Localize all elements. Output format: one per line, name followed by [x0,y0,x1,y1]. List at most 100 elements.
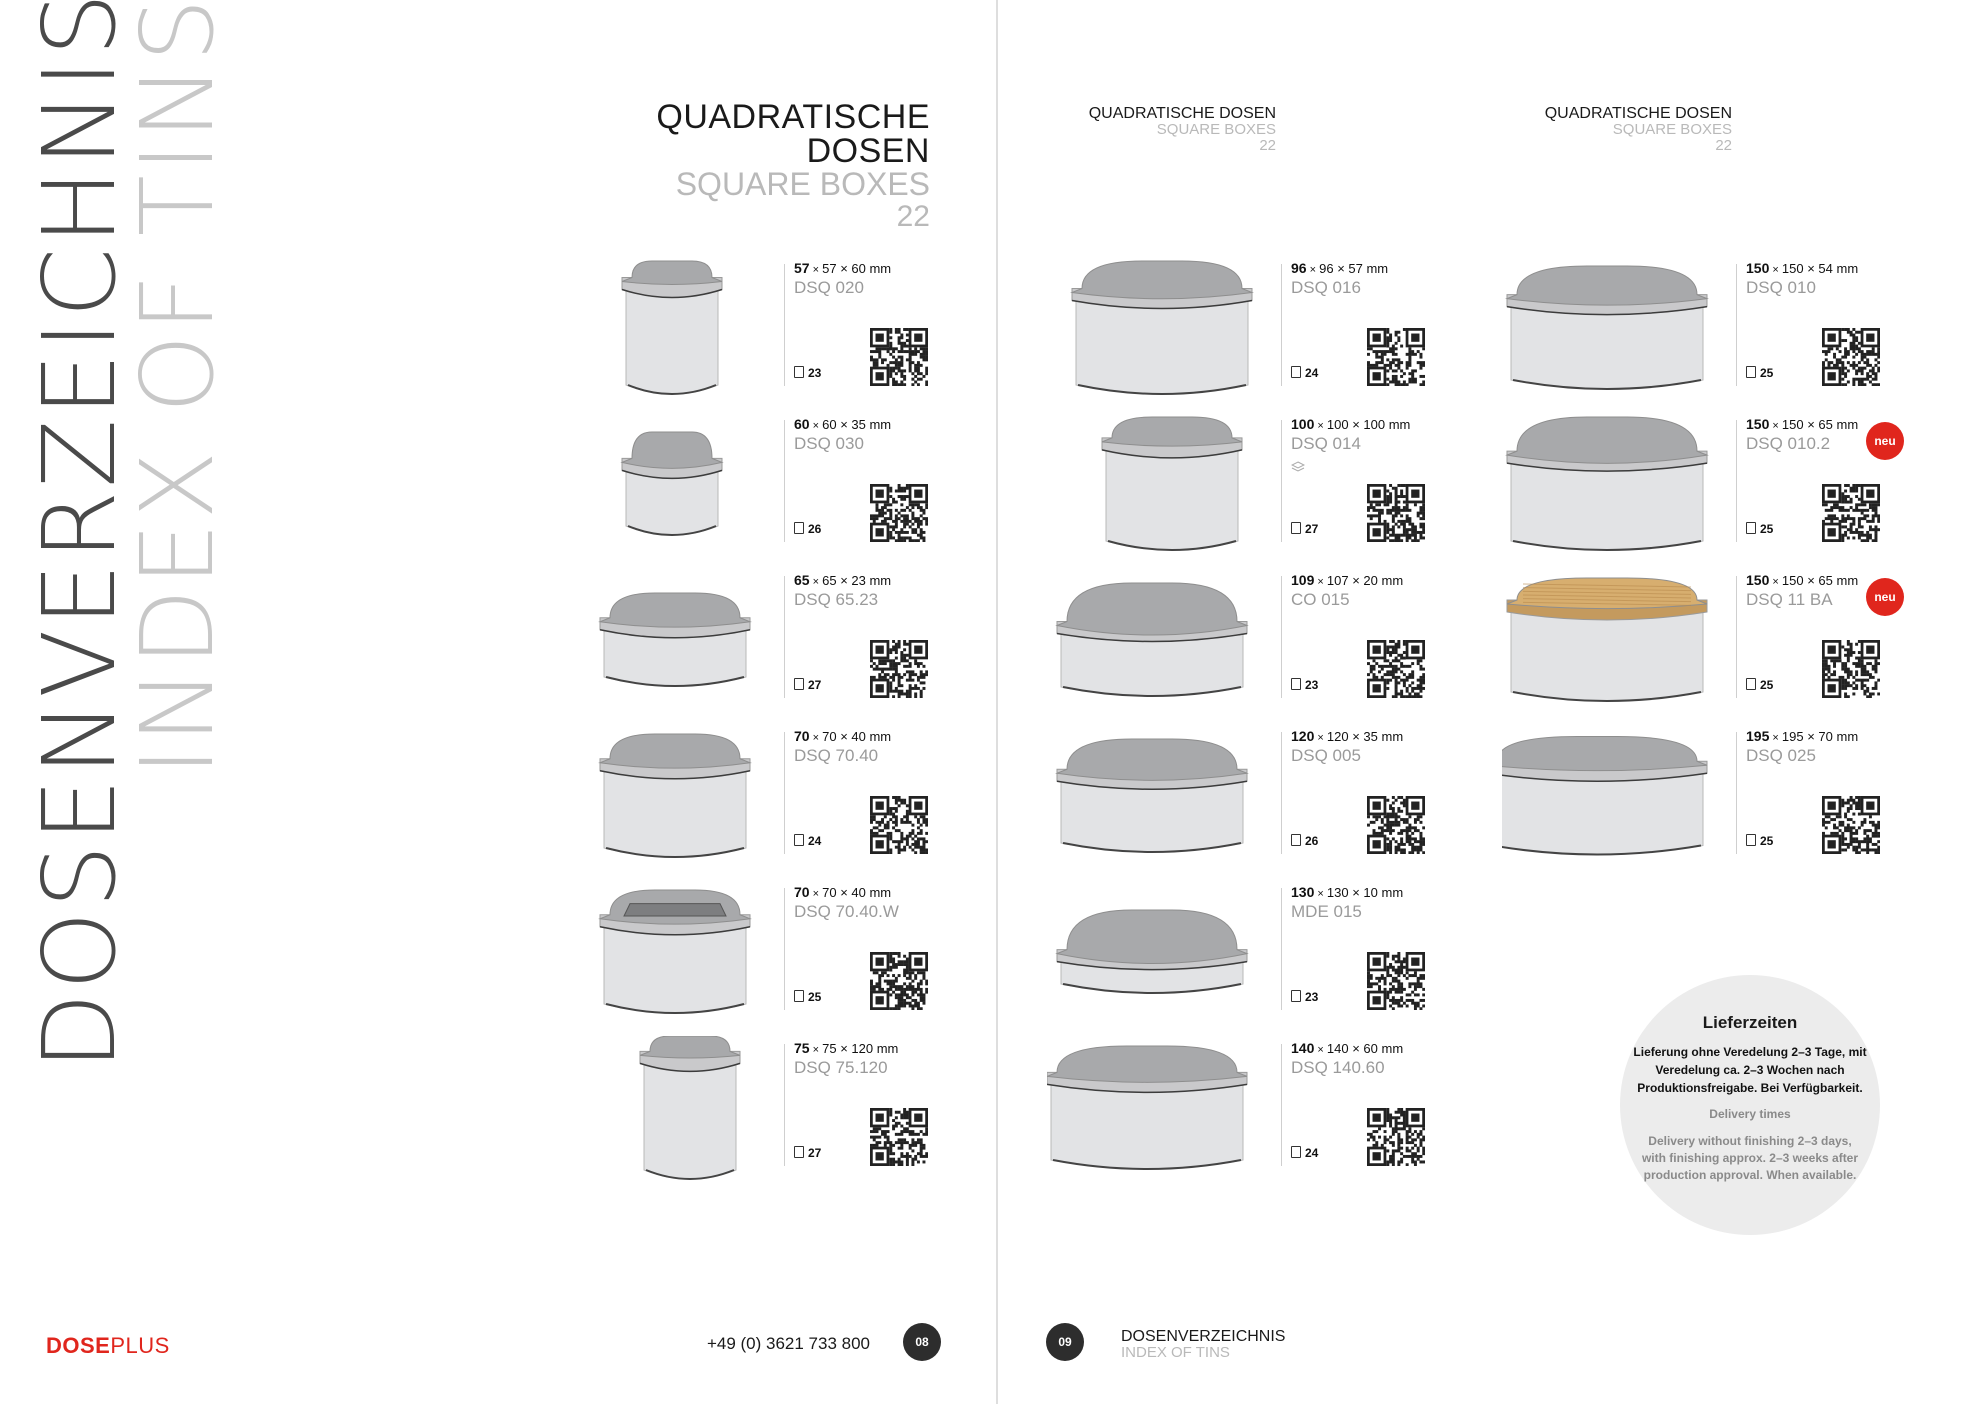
delivery-text-de: Lieferung ohne Veredelung 2–3 Tage, mit … [1633,1045,1867,1095]
qr-code[interactable] [870,1108,929,1167]
page-number: 23 [1305,678,1319,692]
product-page-ref: 23 [1291,678,1318,692]
product-code: DSQ 11 BA [1746,590,1833,609]
dimension-rest: 65 × 23 mm [822,573,892,588]
tin-image [550,724,770,874]
tin-image [1047,880,1267,1030]
dimension-first: 109 [1291,572,1315,588]
qr-code[interactable] [1367,640,1426,699]
tin-image [1502,256,1722,406]
section-header-mid: QUADRATISCHE DOSEN SQUARE BOXES 22 [1016,106,1276,154]
stackable-icon [1290,460,1306,478]
product-page-ref: 23 [1291,990,1318,1004]
page-number: 25 [1760,366,1774,380]
info-divider [784,888,785,1010]
tin-image [1047,568,1267,718]
product-dimensions: 70 × 70 × 40 mm [794,728,892,744]
delivery-times-box: Lieferzeiten Lieferung ohne Veredelung 2… [1620,975,1880,1235]
qr-code[interactable] [1822,484,1881,543]
product-page-ref: 27 [1291,522,1318,536]
delivery-title-de: Lieferzeiten [1702,1013,1798,1032]
dimension-first: 70 [794,728,810,744]
dimension-first: 150 [1746,260,1770,276]
dimension-rest: 150 × 65 mm [1781,417,1859,432]
page-number-right: 09 [1046,1323,1084,1361]
tin-image [550,880,770,1030]
qr-code[interactable] [870,484,929,543]
product-code: DSQ 016 [1291,278,1361,297]
brand-logo-part2: PLUS [110,1333,170,1358]
qr-code[interactable] [1822,640,1881,699]
dimension-rest: 96 × 57 mm [1319,261,1389,276]
info-divider [784,732,785,854]
tin-image [550,568,770,718]
dimension-first: 120 [1291,728,1315,744]
dimension-first: 130 [1291,884,1315,900]
page-icon [1746,834,1756,846]
qr-code[interactable] [1367,328,1426,387]
product-code: DSQ 010 [1746,278,1816,297]
qr-code[interactable] [1367,1108,1426,1167]
qr-code[interactable] [1822,796,1881,855]
section-title-en: SQUARE BOXES [1156,121,1276,138]
product-page-ref: 27 [794,678,821,692]
product-code: CO 015 [1291,590,1350,609]
product-item: 130 × 130 × 10 mm MDE 015 23 [1047,880,1447,1030]
product-dimensions: 195 × 195 × 70 mm [1746,728,1859,744]
new-badge: neu [1866,422,1904,460]
dimension-rest: 107 × 20 mm [1326,573,1404,588]
dimension-first: 65 [794,572,810,588]
info-divider [784,576,785,698]
qr-code[interactable] [1822,328,1881,387]
product-dimensions: 60 × 60 × 35 mm [794,416,892,432]
dimension-first: 75 [794,1040,810,1056]
qr-code[interactable] [870,328,929,387]
info-divider [1736,264,1737,386]
info-divider [784,420,785,542]
footer-title-de: DOSENVERZEICHNIS [1121,1328,1286,1345]
qr-code[interactable] [1367,484,1426,543]
product-code: MDE 015 [1291,902,1362,921]
dimension-rest: 100 × 100 mm [1326,417,1411,432]
product-dimensions: 120 × 120 × 35 mm [1291,728,1404,744]
qr-code[interactable] [870,640,929,699]
dimension-rest: 130 × 10 mm [1326,885,1404,900]
brand-logo: DOSEPLUS [46,1333,170,1359]
page-number: 27 [1305,522,1319,536]
phone-number: +49 (0) 3621 733 800 [706,1334,870,1353]
page-number: 25 [1760,834,1774,848]
tin-image [1502,412,1722,562]
page-icon [1291,990,1301,1002]
product-page-ref: 25 [1746,834,1773,848]
qr-code[interactable] [1367,796,1426,855]
product-dimensions: 130 × 130 × 10 mm [1291,884,1404,900]
info-divider [1281,420,1282,542]
qr-code[interactable] [1367,952,1426,1011]
qr-code[interactable] [870,952,929,1011]
product-dimensions: 75 × 75 × 120 mm [794,1040,899,1056]
qr-code[interactable] [870,796,929,855]
product-info: 130 × 130 × 10 mm MDE 015 23 [1281,884,1447,1011]
product-code: DSQ 140.60 [1291,1058,1385,1077]
page-number: 23 [1305,990,1319,1004]
dimension-rest: 70 × 40 mm [822,885,892,900]
page-icon [794,834,804,846]
info-divider [1281,576,1282,698]
info-divider [784,264,785,386]
page-number: 24 [1305,366,1319,380]
page-number: 26 [1305,834,1319,848]
page-number: 27 [808,678,822,692]
product-code: DSQ 70.40.W [794,902,899,921]
